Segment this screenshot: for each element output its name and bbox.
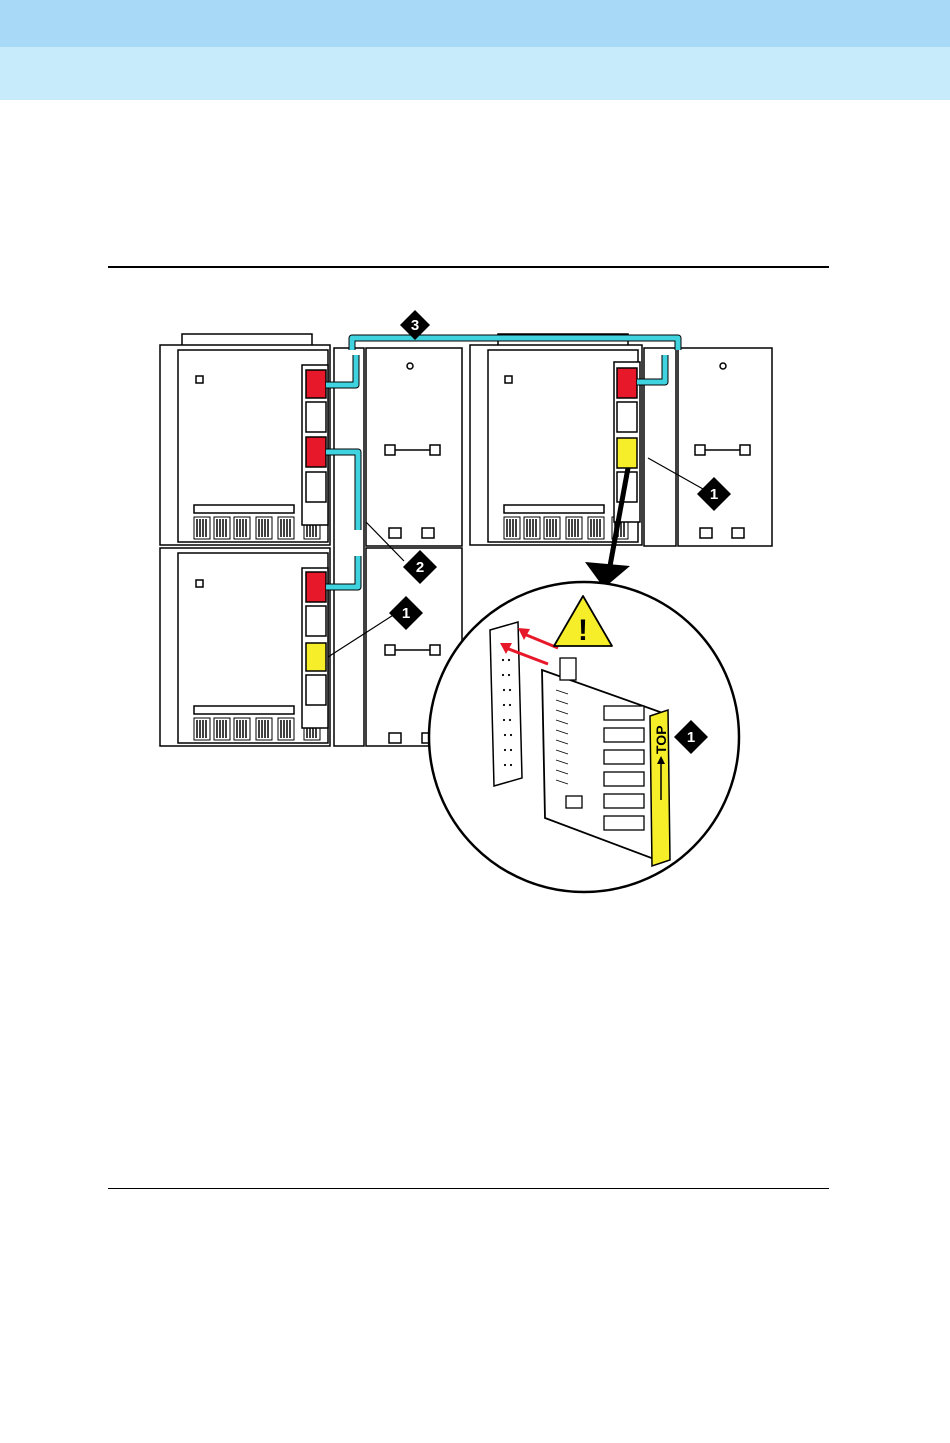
warning-symbol: ! bbox=[578, 614, 588, 647]
svg-text:2: 2 bbox=[416, 559, 424, 576]
cabinet-bottom-left bbox=[160, 548, 330, 746]
connector-red bbox=[306, 572, 326, 602]
connector-red bbox=[306, 370, 326, 398]
svg-text:1: 1 bbox=[687, 729, 695, 746]
svg-text:1: 1 bbox=[402, 605, 410, 622]
connector-red bbox=[617, 368, 637, 398]
card-top-label: TOP bbox=[653, 725, 669, 754]
svg-text:1: 1 bbox=[710, 486, 718, 503]
connector-yellow bbox=[306, 643, 326, 671]
expansion-panel-right bbox=[678, 348, 772, 546]
connector-red bbox=[306, 437, 326, 467]
cabinet-top-left bbox=[160, 334, 330, 545]
cabinet-top-right bbox=[470, 334, 676, 546]
svg-text:3: 3 bbox=[411, 317, 419, 334]
connector-yellow bbox=[617, 438, 637, 468]
